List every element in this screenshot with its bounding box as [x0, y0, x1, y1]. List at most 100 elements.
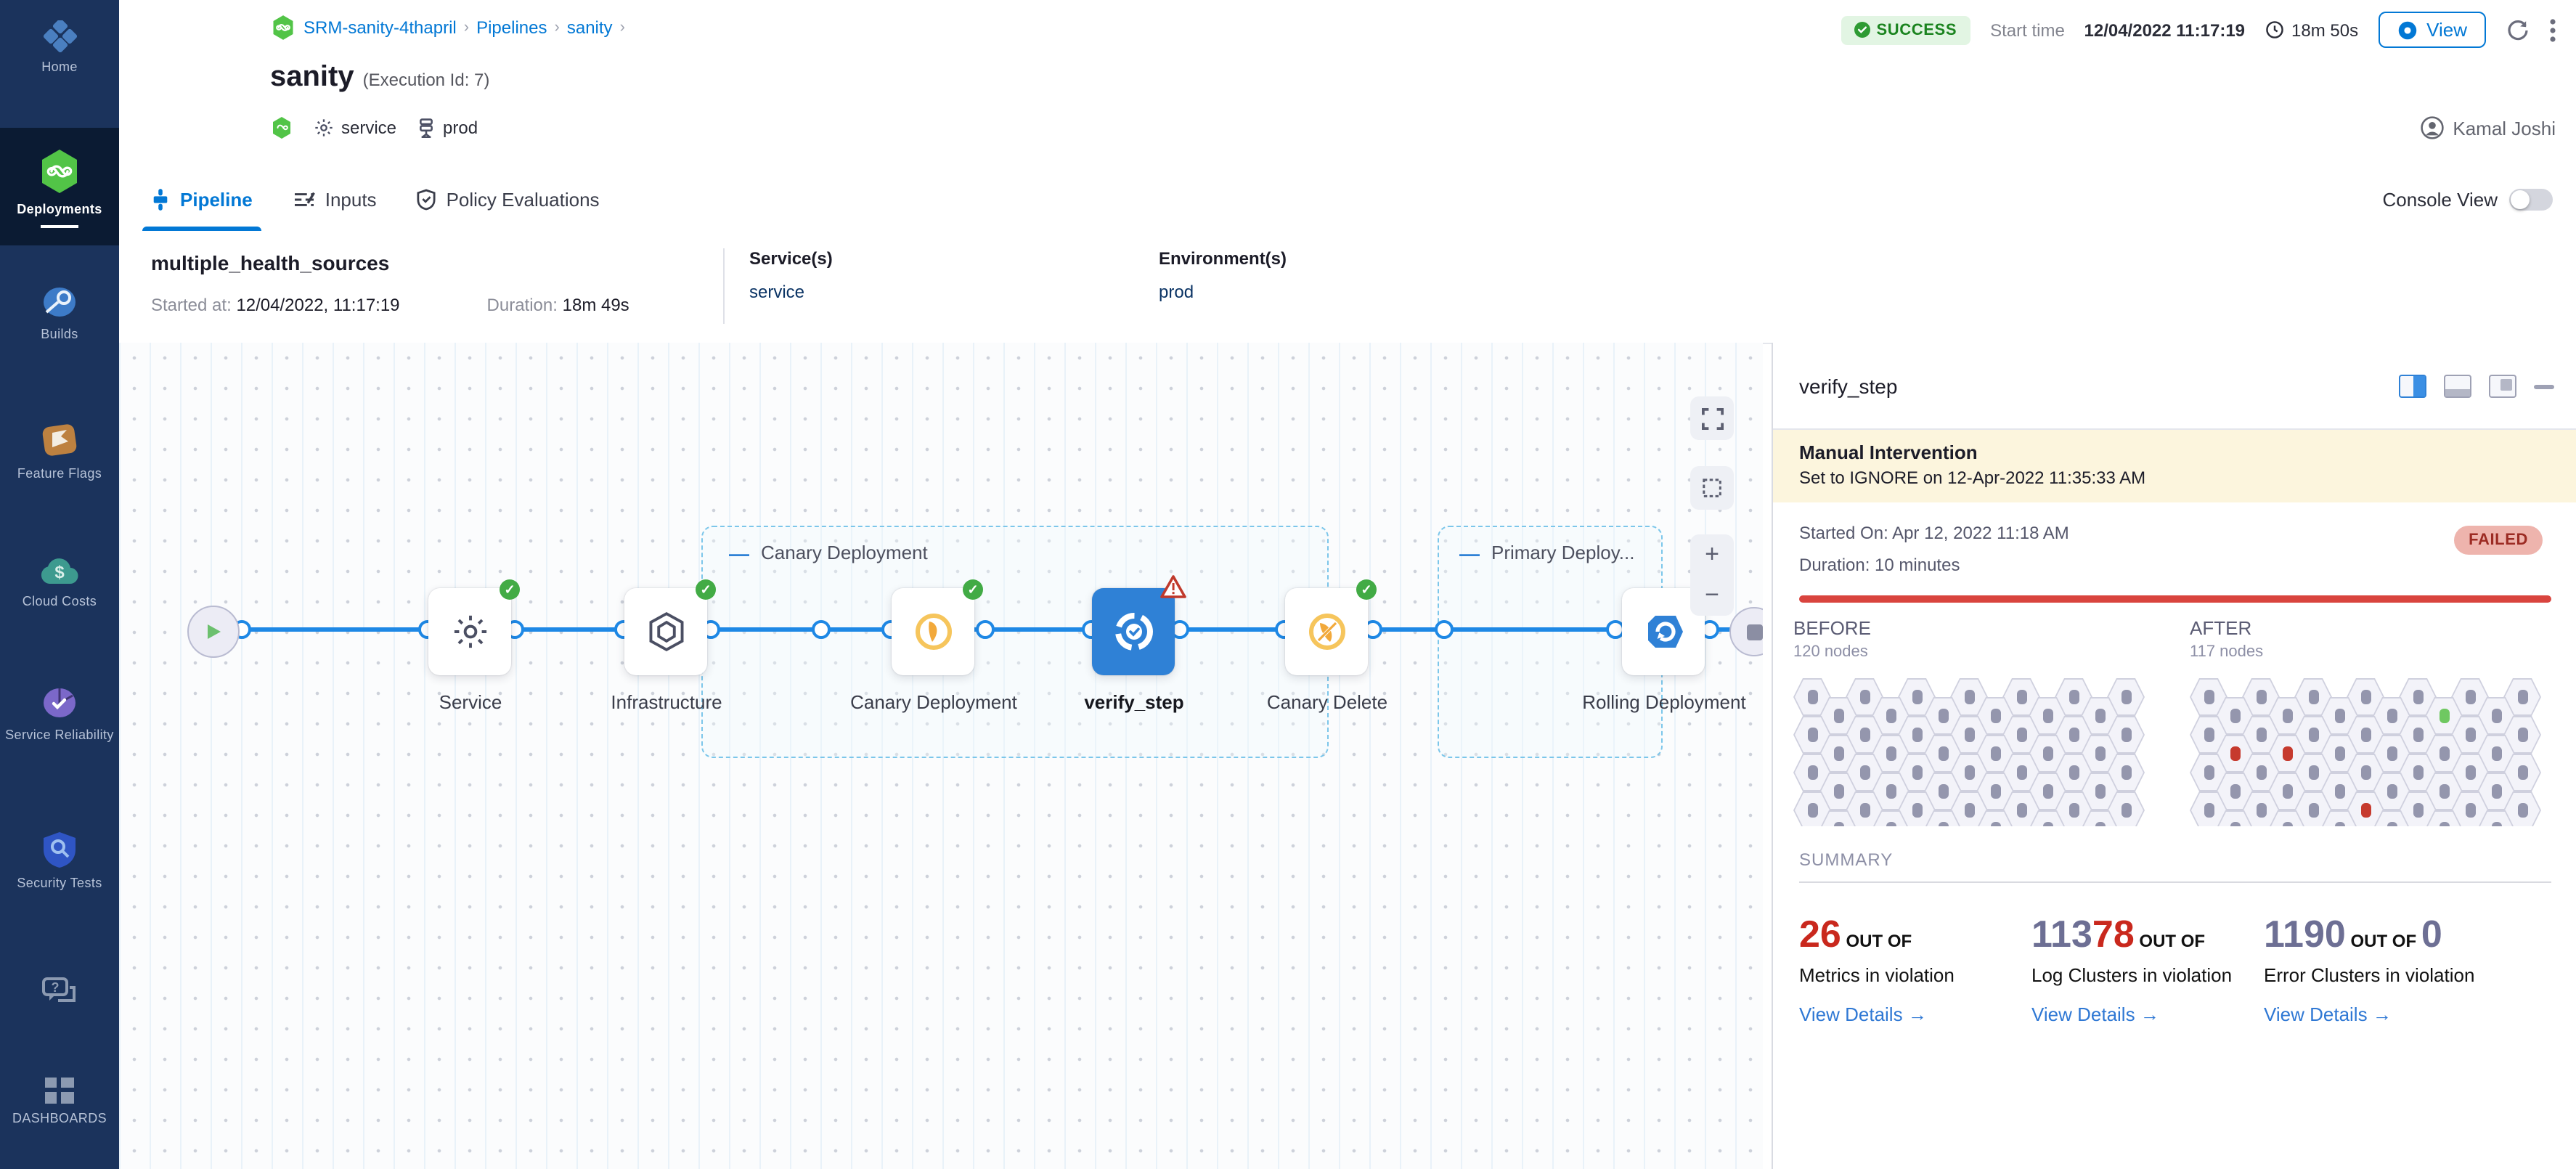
breadcrumb-project[interactable]: SRM-sanity-4thapril: [303, 17, 457, 38]
verify-icon: [1112, 610, 1155, 653]
success-badge-icon: ✓: [500, 579, 520, 600]
node-infrastructure[interactable]: ✓: [624, 579, 716, 675]
error-clusters-stat: 1190 OUT OF 0 Error Clusters in violatio…: [2255, 914, 2487, 1028]
feature-flags-icon: [41, 421, 78, 459]
collapse-group-icon[interactable]: —: [1459, 542, 1480, 563]
stat-label: Log Clusters in violation: [2031, 964, 2233, 987]
node-canary-deployment[interactable]: ✓: [892, 579, 983, 675]
duration-chip: 18m 50s: [2265, 20, 2358, 40]
stage-group-canary: — Canary Deployment: [701, 526, 1329, 758]
node-hexagon: [2190, 754, 2227, 791]
stage-times: Started at: 12/04/2022, 11:17:19 Duratio…: [151, 295, 629, 315]
canary-delete-icon: [1306, 611, 1347, 652]
layout-right-view-icon[interactable]: [2399, 375, 2426, 398]
refresh-icon[interactable]: [2506, 18, 2530, 41]
service-link[interactable]: service: [749, 282, 805, 302]
pipeline-start-node[interactable]: [187, 606, 240, 658]
dashboards-icon: [45, 1078, 74, 1104]
summary-stats: 26 OUT OF Metrics in violation View Deta…: [1773, 883, 2576, 1028]
tab-inputs[interactable]: Inputs: [293, 167, 377, 231]
eye-icon: [2397, 20, 2418, 40]
node-hexagon: [1924, 810, 1962, 826]
play-icon: [208, 624, 221, 639]
sidebar-label: Service Reliability: [5, 728, 114, 742]
sidebar-item-service-reliability[interactable]: Service Reliability: [0, 685, 119, 742]
console-view-toggle[interactable]: [2509, 188, 2553, 210]
node-service[interactable]: ✓: [428, 579, 520, 675]
panel-header: verify_step: [1773, 343, 2576, 430]
breadcrumb-pipeline[interactable]: sanity: [566, 17, 613, 38]
step-duration: Duration: 10 minutes: [1799, 555, 1960, 575]
stat-label: Error Clusters in violation: [2264, 964, 2475, 987]
sidebar-label: Security Tests: [17, 876, 102, 890]
sidebar-item-home[interactable]: Home: [0, 20, 119, 74]
environment-icon: [417, 118, 436, 138]
metrics-stat: 26 OUT OF Metrics in violation View Deta…: [1790, 914, 2023, 1028]
svg-text:?: ?: [52, 980, 60, 995]
node-canary-delete[interactable]: ✓: [1285, 579, 1377, 675]
environment-link[interactable]: prod: [1159, 282, 1194, 302]
active-indicator: [41, 225, 78, 228]
zoom-in-button[interactable]: +: [1705, 540, 1719, 568]
pipeline-tags: service prod: [270, 116, 478, 139]
sidebar-label: Builds: [41, 327, 78, 341]
after-label: AFTER: [2190, 617, 2252, 639]
security-tests-icon: [42, 831, 77, 868]
collapse-group-icon[interactable]: —: [729, 541, 749, 564]
layout-bottom-view-icon[interactable]: [2444, 375, 2471, 398]
user-name: Kamal Joshi: [2453, 117, 2556, 139]
sidebar-item-builds[interactable]: Builds: [0, 285, 119, 341]
sidebar-item-security-tests[interactable]: Security Tests: [0, 831, 119, 890]
before-node-count: 120 nodes: [1793, 643, 1868, 661]
service-tag[interactable]: service: [314, 118, 396, 138]
service-reliability-icon: [41, 685, 78, 720]
node-label: Infrastructure: [611, 691, 722, 713]
sidebar-item-cloud-costs[interactable]: $ Cloud Costs: [0, 555, 119, 608]
sidebar-item-deployments[interactable]: Deployments: [0, 128, 119, 245]
sidebar-label: DASHBOARDS: [12, 1111, 107, 1125]
node-hexagon: [1819, 810, 1857, 826]
view-details-link[interactable]: View Details →: [2031, 1003, 2159, 1025]
user-chip: Kamal Joshi: [2421, 116, 2556, 139]
fit-to-screen-button[interactable]: [1690, 396, 1734, 440]
sidebar-item-dashboards[interactable]: DASHBOARDS: [0, 1078, 119, 1125]
start-time-value: 12/04/2022 11:17:19: [2084, 20, 2246, 40]
tab-policy-evaluations[interactable]: Policy Evaluations: [417, 167, 600, 231]
step-started: Started On: Apr 12, 2022 11:18 AM: [1799, 523, 2069, 543]
breadcrumb-pipelines[interactable]: Pipelines: [476, 17, 547, 38]
view-button[interactable]: View: [2379, 12, 2486, 48]
view-tabbar: Pipeline Inputs Policy Evaluations Conso…: [119, 167, 2576, 232]
failure-progress-bar: [1799, 595, 2551, 603]
node-hexagon: [2081, 810, 2119, 826]
minimize-panel-icon[interactable]: [2534, 384, 2554, 388]
pipeline-canvas[interactable]: — Canary Deployment — Primary Deploy... …: [119, 343, 1763, 1169]
after-column: AFTER 117 nodes: [2190, 617, 2548, 826]
builds-icon: [41, 285, 78, 319]
node-label: Rolling Deployment: [1582, 691, 1746, 713]
home-icon: [41, 20, 78, 52]
start-time-label: Start time: [1990, 20, 2065, 40]
node-hexagon: [2029, 810, 2066, 826]
deployments-icon: [38, 148, 81, 195]
view-details-link[interactable]: View Details →: [1799, 1003, 1927, 1025]
view-details-link[interactable]: View Details →: [2264, 1003, 2392, 1025]
zoom-out-button[interactable]: −: [1705, 581, 1719, 608]
stage-info-bar: multiple_health_sources Started at: 12/0…: [119, 231, 2576, 344]
node-label: Canary Delete: [1266, 691, 1388, 713]
inputs-icon: [293, 190, 315, 208]
marquee-select-button[interactable]: [1690, 466, 1734, 510]
warning-badge-icon: [1160, 575, 1186, 606]
kebab-menu-icon[interactable]: [2550, 18, 2556, 41]
step-details-panel: verify_step Manual Intervention Set to I…: [1772, 343, 2576, 1169]
sidebar-item-feature-flags[interactable]: Feature Flags: [0, 421, 119, 481]
node-verify-step[interactable]: [1092, 575, 1186, 675]
tab-pipeline[interactable]: Pipeline: [142, 167, 261, 231]
sidebar-item-help[interactable]: ?: [0, 976, 119, 1011]
layout-floating-view-icon[interactable]: [2489, 375, 2516, 398]
panel-title: verify_step: [1799, 374, 1898, 397]
node-hexagon: [2373, 810, 2410, 826]
breadcrumb: SRM-sanity-4thapril› Pipelines› sanity›: [270, 15, 625, 41]
environment-tag[interactable]: prod: [417, 118, 478, 138]
after-hex-grid: [2190, 678, 2548, 826]
clock-icon: [2265, 20, 2284, 39]
